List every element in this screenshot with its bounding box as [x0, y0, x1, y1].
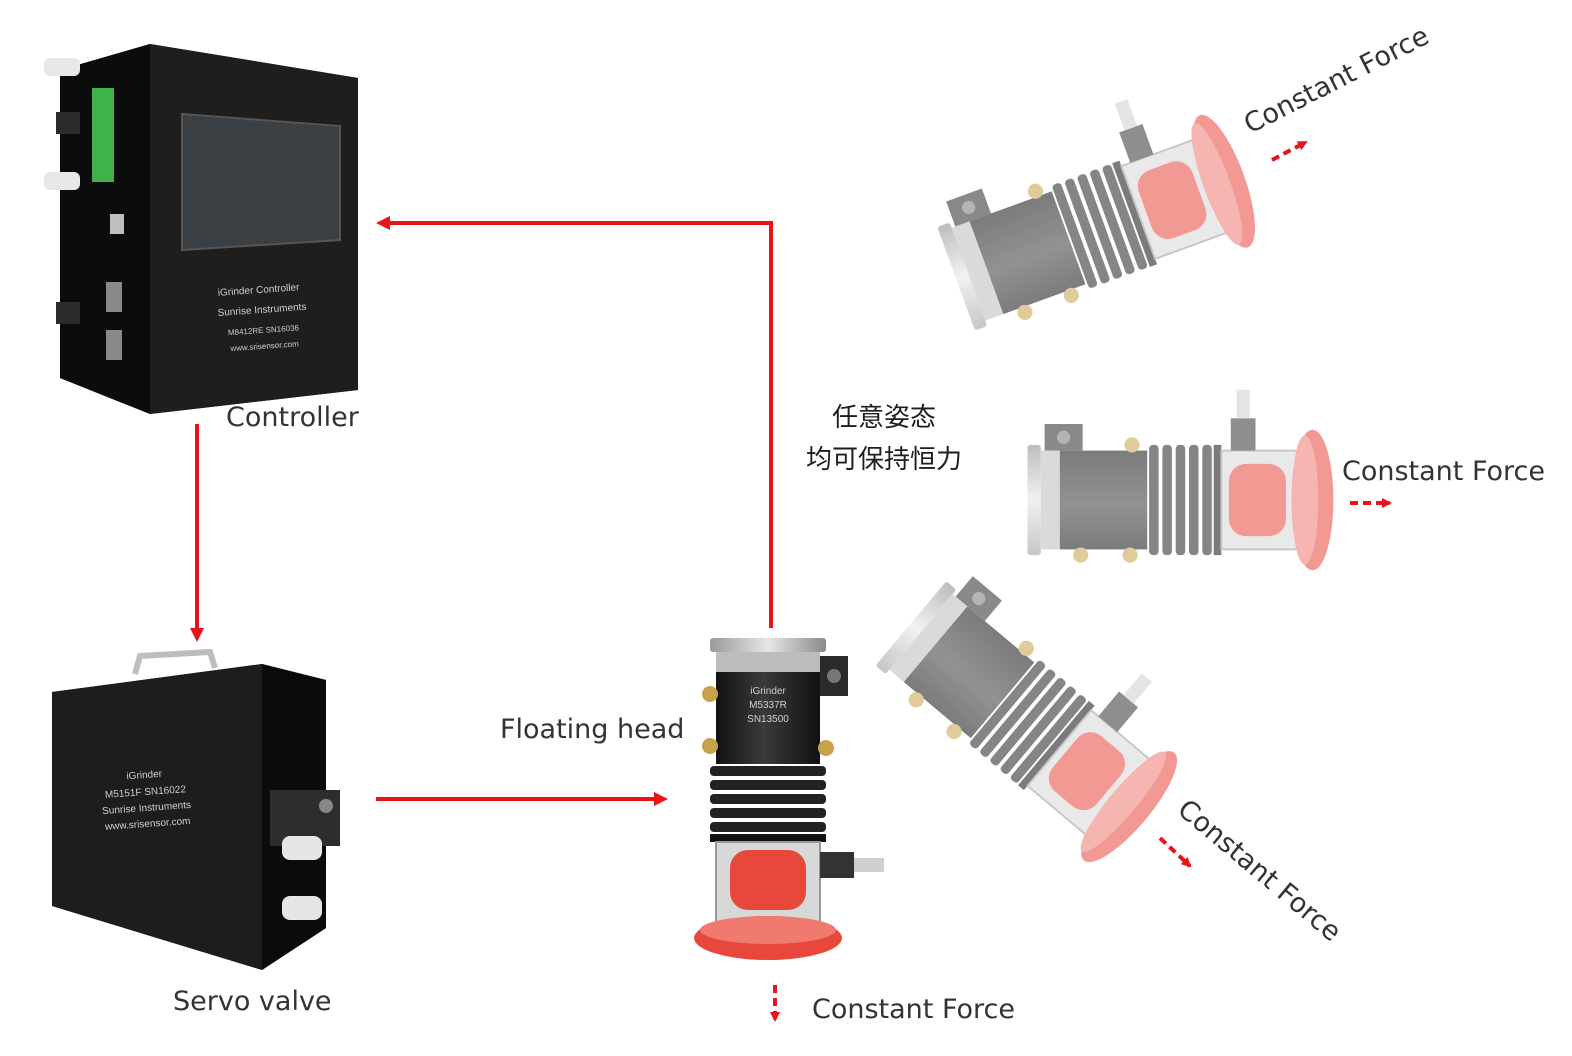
constant-force-lower-right: Constant Force [1172, 794, 1347, 948]
any-posture-line1: 任意姿态 [832, 403, 936, 433]
force-arrow-upper-right [1271, 140, 1308, 162]
head-face-line2: M5337R [749, 700, 787, 711]
tilted-head-middle [1026, 388, 1335, 572]
tilted-head-upper [917, 69, 1269, 346]
force-arrow-lower-right [1158, 836, 1192, 868]
servo-valve-label: Servo valve [173, 986, 332, 1017]
arrow-head-to-controller [376, 216, 773, 628]
constant-force-upper-right: Constant Force [1239, 20, 1434, 140]
flow-arrows [190, 216, 773, 806]
constant-force-bottom: Constant Force [812, 994, 1015, 1025]
controller-label: Controller [226, 402, 360, 433]
tilted-head-lower [864, 538, 1217, 875]
servo-valve-device: iGrinder M5151F SN16022 Sunrise Instrume… [52, 648, 340, 970]
floating-head-device: iGrinder M5337R SN13500 [693, 637, 885, 961]
any-posture-line2: 均可保持恒力 [806, 445, 962, 475]
controller-device: iGrinder Controller Sunrise Instruments … [44, 44, 358, 414]
force-arrows [770, 140, 1392, 1022]
head-face-line3: SN13500 [747, 714, 789, 725]
floating-head-label: Floating head [500, 714, 684, 745]
servo-face-line1: iGrinder [126, 769, 163, 783]
head-face-line1: iGrinder [750, 686, 786, 697]
constant-force-middle-right: Constant Force [1342, 456, 1545, 487]
